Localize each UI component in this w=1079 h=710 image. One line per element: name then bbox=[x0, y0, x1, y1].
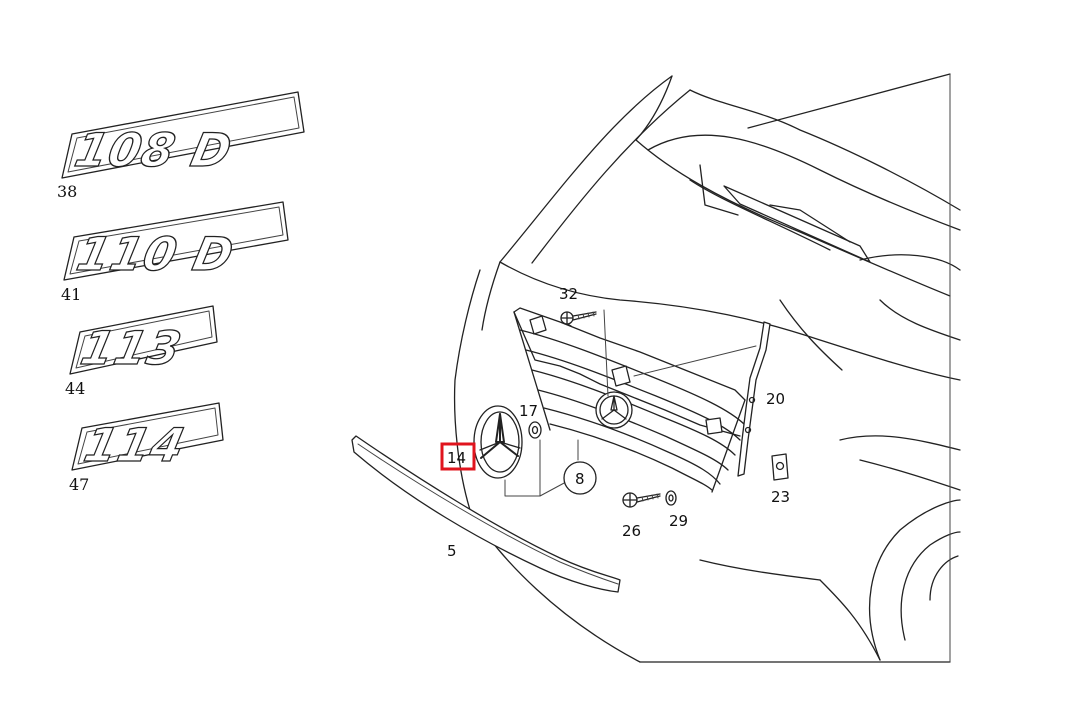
grille bbox=[513, 307, 746, 493]
leader-lines bbox=[504, 309, 757, 497]
label-29: 29 bbox=[669, 512, 688, 530]
badge-108d-text: 108 D bbox=[70, 123, 237, 176]
label-26: 26 bbox=[622, 522, 641, 540]
clip-23 bbox=[771, 453, 789, 481]
label-20: 20 bbox=[766, 390, 785, 408]
label-17: 17 bbox=[519, 402, 538, 420]
label-5: 5 bbox=[447, 542, 457, 560]
trim-strip bbox=[351, 435, 621, 593]
badge-110d: 110 D 41 bbox=[61, 201, 289, 304]
label-8-circle bbox=[563, 461, 597, 495]
label-38: 38 bbox=[57, 182, 77, 201]
washer-17 bbox=[528, 421, 542, 439]
washer-29 bbox=[665, 490, 677, 506]
label-8: 8 bbox=[575, 470, 585, 488]
badge-108d: 108 D 38 bbox=[57, 91, 305, 201]
vehicle-outline bbox=[453, 73, 961, 663]
badge-113-text: 113 bbox=[76, 321, 186, 374]
badge-114: 114 47 bbox=[69, 402, 224, 494]
label-47: 47 bbox=[69, 475, 89, 494]
label-23: 23 bbox=[771, 488, 790, 506]
highlight-box-14 bbox=[440, 442, 476, 471]
screw-26 bbox=[622, 492, 661, 508]
label-41: 41 bbox=[61, 285, 81, 304]
label-14: 14 bbox=[447, 449, 466, 467]
label-32: 32 bbox=[559, 285, 578, 303]
badge-114-text: 114 bbox=[80, 418, 190, 471]
label-44: 44 bbox=[65, 379, 85, 398]
star-emblem bbox=[473, 405, 523, 479]
screw-32 bbox=[560, 311, 597, 327]
bracket-20 bbox=[737, 321, 771, 477]
badge-113: 113 44 bbox=[65, 305, 218, 398]
part-labels: 32 17 14 8 20 23 26 29 5 bbox=[440, 285, 790, 560]
badge-110d-text: 110 D bbox=[72, 227, 239, 280]
